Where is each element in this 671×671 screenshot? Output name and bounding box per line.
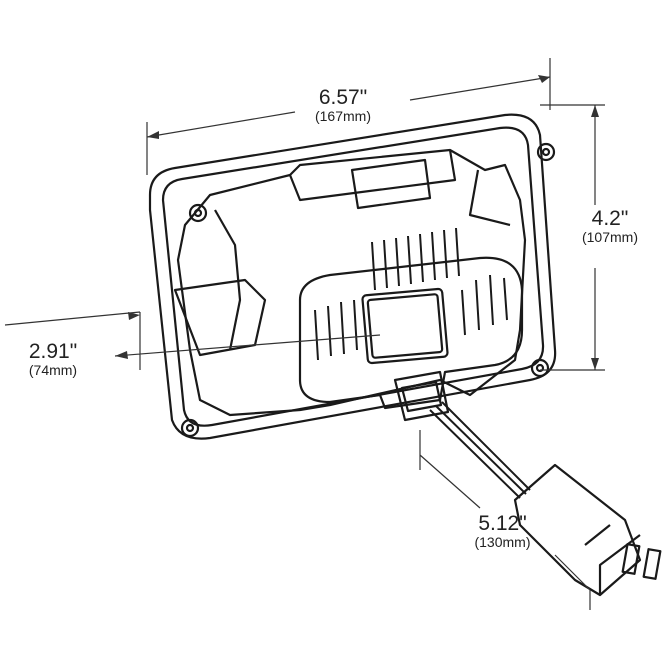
depth-inches: 2.91" <box>28 340 78 363</box>
height-mm: (107mm) <box>581 229 638 246</box>
cable-inches: 5.12" <box>478 512 527 535</box>
depth-dimension: 2.91" (74mm) <box>8 340 98 378</box>
heatsink <box>298 256 524 410</box>
mounting-tabs <box>180 142 556 438</box>
cable-mm: (130mm) <box>474 534 531 551</box>
cable-dimension: 5.12" (130mm) <box>455 512 550 550</box>
height-dimension: 4.2" (107mm) <box>565 207 655 245</box>
width-dimension: 6.57" (167mm) <box>288 86 398 124</box>
depth-mm: (74mm) <box>28 362 78 379</box>
plug <box>513 463 642 597</box>
width-inches: 6.57" <box>318 86 368 109</box>
width-mm: (167mm) <box>314 108 371 125</box>
height-inches: 4.2" <box>591 207 629 230</box>
dimension-lines <box>4 58 605 610</box>
back-body <box>176 148 527 417</box>
cable <box>429 401 531 499</box>
housing-outline <box>148 113 557 440</box>
grommet <box>393 370 450 422</box>
